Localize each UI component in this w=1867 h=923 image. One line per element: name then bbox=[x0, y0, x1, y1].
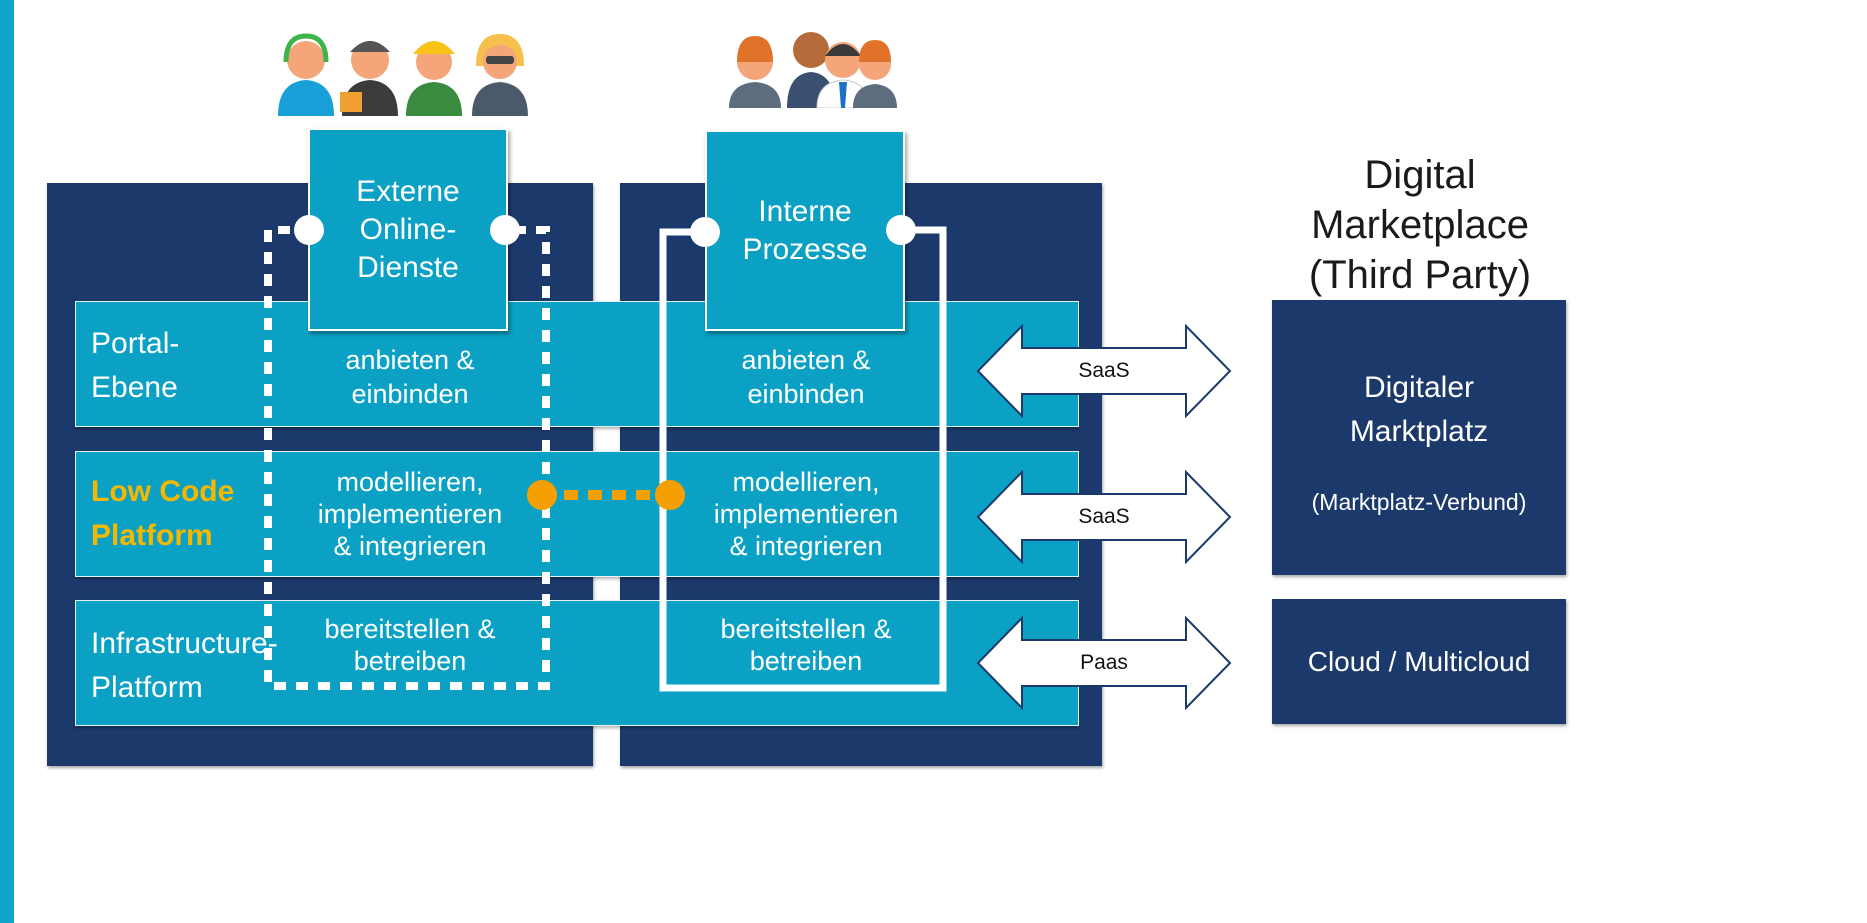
orange-node-left bbox=[527, 480, 557, 510]
construction-worker-icon bbox=[406, 41, 462, 116]
infra-internal-text: bereitstellen & betreiben bbox=[720, 614, 892, 676]
office-woman-icon bbox=[472, 34, 528, 116]
orange-node-right bbox=[655, 480, 685, 510]
lowcode-internal-text: modellieren, implementieren & integriere… bbox=[713, 467, 899, 561]
internal-node-left bbox=[690, 217, 720, 247]
marketplace-heading: Digital Marketplace (Third Party) bbox=[1308, 153, 1532, 297]
cloud-label: Cloud / Multicloud bbox=[1307, 645, 1531, 677]
saas-arrow-portal bbox=[976, 324, 1232, 418]
layer-infra bbox=[75, 600, 1079, 726]
internal-processes-box: Interne Prozesse bbox=[705, 130, 905, 331]
paas-arrow-infra bbox=[976, 616, 1232, 710]
paas-arrow-infra-label: Paas bbox=[1080, 651, 1128, 674]
cloud-box: Cloud / Multicloud bbox=[1272, 599, 1566, 724]
support-agent-icon bbox=[278, 33, 334, 116]
layer-lowcode bbox=[75, 451, 1079, 577]
external-dotted-connector bbox=[264, 226, 550, 690]
portal-internal-text: anbieten & einbinden bbox=[741, 345, 871, 409]
lowcode-external-text: modellieren, implementieren & integriere… bbox=[317, 467, 503, 561]
infra-layer-label: Infrastructure- Platform bbox=[91, 627, 278, 704]
lowcode-layer-label: Low Code Platform bbox=[91, 475, 235, 552]
internal-solid-connector bbox=[659, 226, 947, 692]
portal-layer-label: Portal- Ebene bbox=[91, 327, 180, 404]
digital-marketplace-subtitle: (Marktplatz-Verbund) bbox=[1311, 489, 1527, 515]
saas-arrow-portal-label: SaaS bbox=[1078, 359, 1130, 382]
saas-arrow-lowcode-label: SaaS bbox=[1078, 505, 1130, 528]
accent-side-bar bbox=[0, 0, 14, 923]
internal-processes-title: Interne Prozesse bbox=[742, 194, 868, 266]
internal-node-right bbox=[886, 215, 916, 245]
business-team-icon bbox=[729, 32, 897, 108]
delivery-person-icon bbox=[340, 41, 398, 116]
external-node-right bbox=[490, 215, 520, 245]
external-services-title: Externe Online- Dienste bbox=[356, 174, 460, 284]
digital-marketplace-box bbox=[1272, 300, 1566, 575]
infra-external-text: bereitstellen & betreiben bbox=[324, 614, 496, 676]
portal-external-text: anbieten & einbinden bbox=[345, 345, 475, 409]
external-users-icons bbox=[278, 33, 528, 116]
saas-arrow-lowcode bbox=[976, 470, 1232, 564]
digital-marketplace-title: Digitaler Marktplatz bbox=[1349, 371, 1489, 448]
external-node-left bbox=[294, 215, 324, 245]
